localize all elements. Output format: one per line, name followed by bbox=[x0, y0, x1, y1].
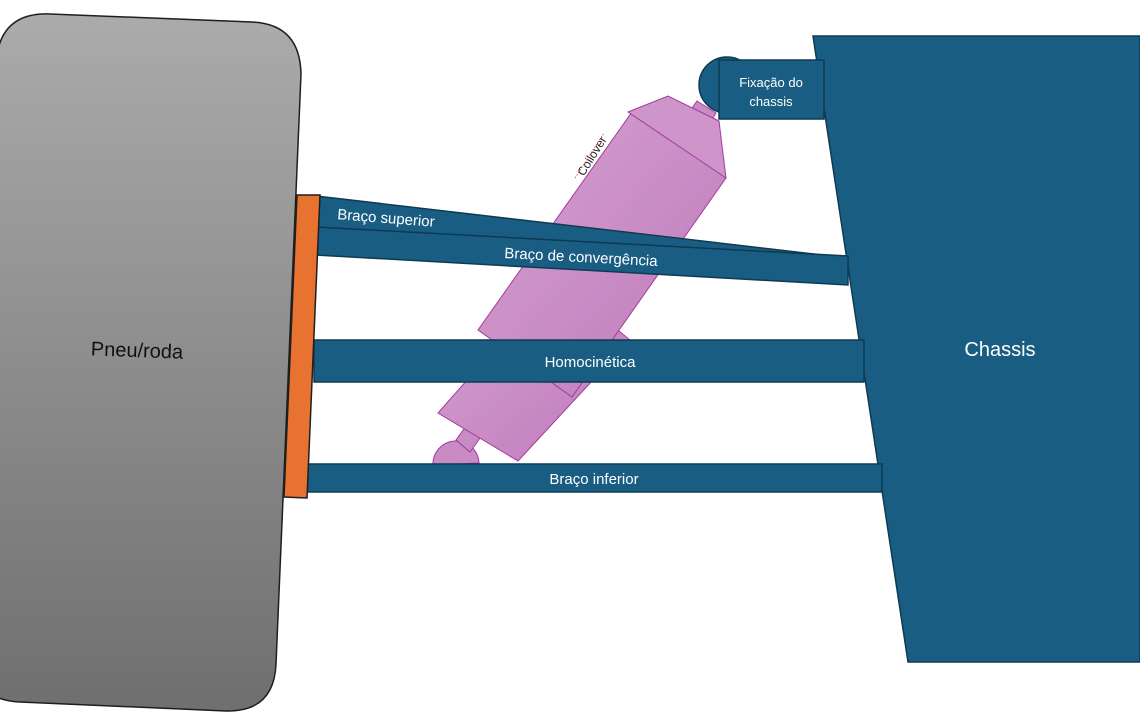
upright bbox=[283, 194, 321, 499]
wheel: Pneu/roda bbox=[0, 13, 302, 712]
lower-arm: Braço inferior bbox=[305, 463, 883, 493]
chassis-mount: Fixação do chassis bbox=[698, 56, 825, 120]
cv-joint-label: Homocinética bbox=[545, 354, 637, 371]
lower-arm-label: Braço inferior bbox=[549, 471, 638, 488]
wheel-label: Pneu/roda bbox=[90, 338, 184, 363]
chassis: Chassis bbox=[812, 35, 1140, 663]
mount-box bbox=[718, 59, 825, 120]
coilover-top-cap bbox=[626, 95, 727, 180]
cv-joint-shaft: Homocinética bbox=[313, 339, 865, 383]
mount-label-line1: Fixação do bbox=[739, 75, 803, 90]
chassis-label: Chassis bbox=[964, 339, 1035, 361]
toe-arm: Braço de convergência bbox=[315, 226, 849, 286]
mount-label-line2: chassis bbox=[749, 94, 793, 109]
coilover: Coilover bbox=[432, 95, 727, 466]
